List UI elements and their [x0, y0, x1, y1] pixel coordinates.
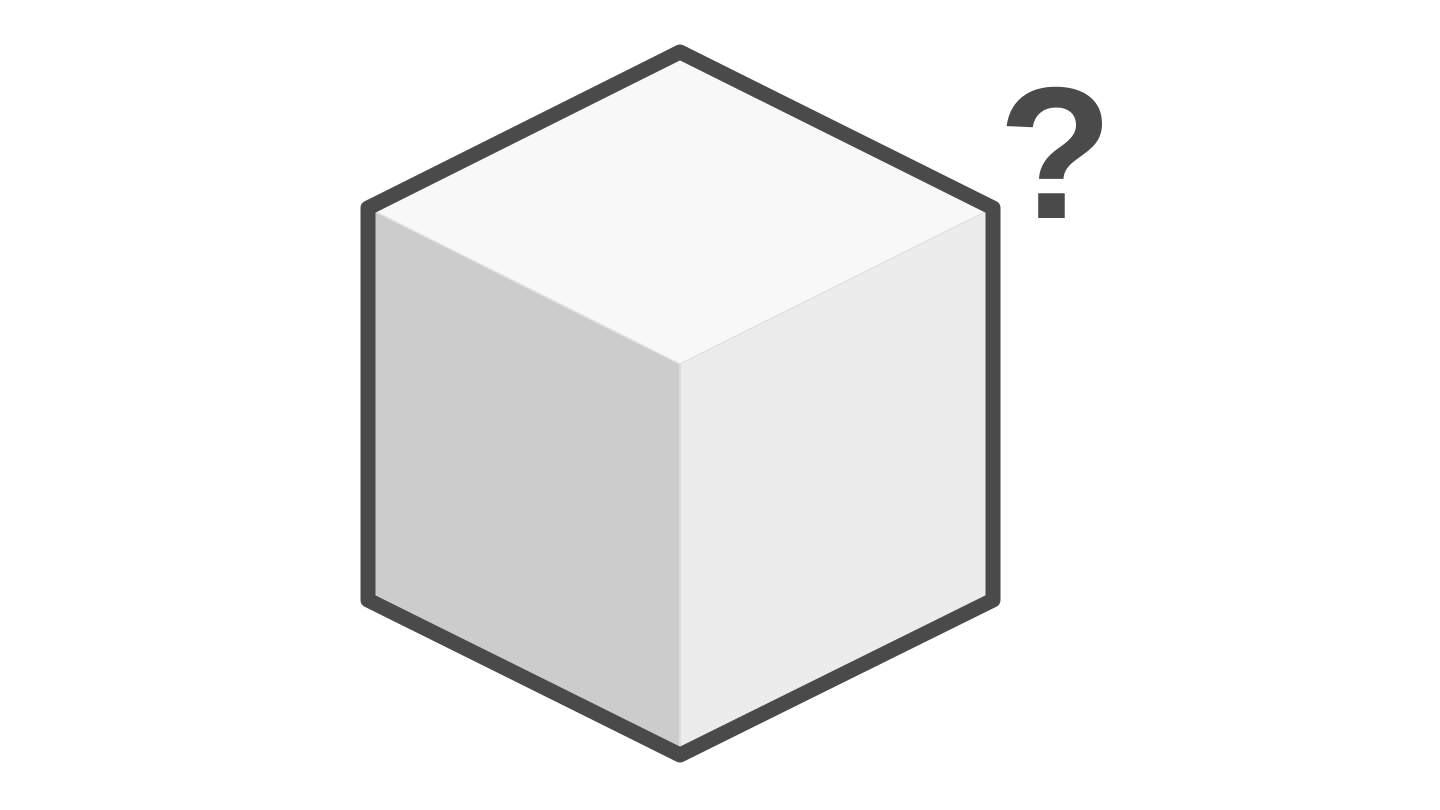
cube-outline [360, 44, 1001, 763]
cube-right-face [680, 208, 993, 755]
cube-inner-edge-left [367, 207, 681, 365]
question-mark-symbol: ? [998, 48, 1113, 258]
cube-left-face [368, 208, 680, 755]
cube-inner-edge-right [679, 207, 994, 365]
